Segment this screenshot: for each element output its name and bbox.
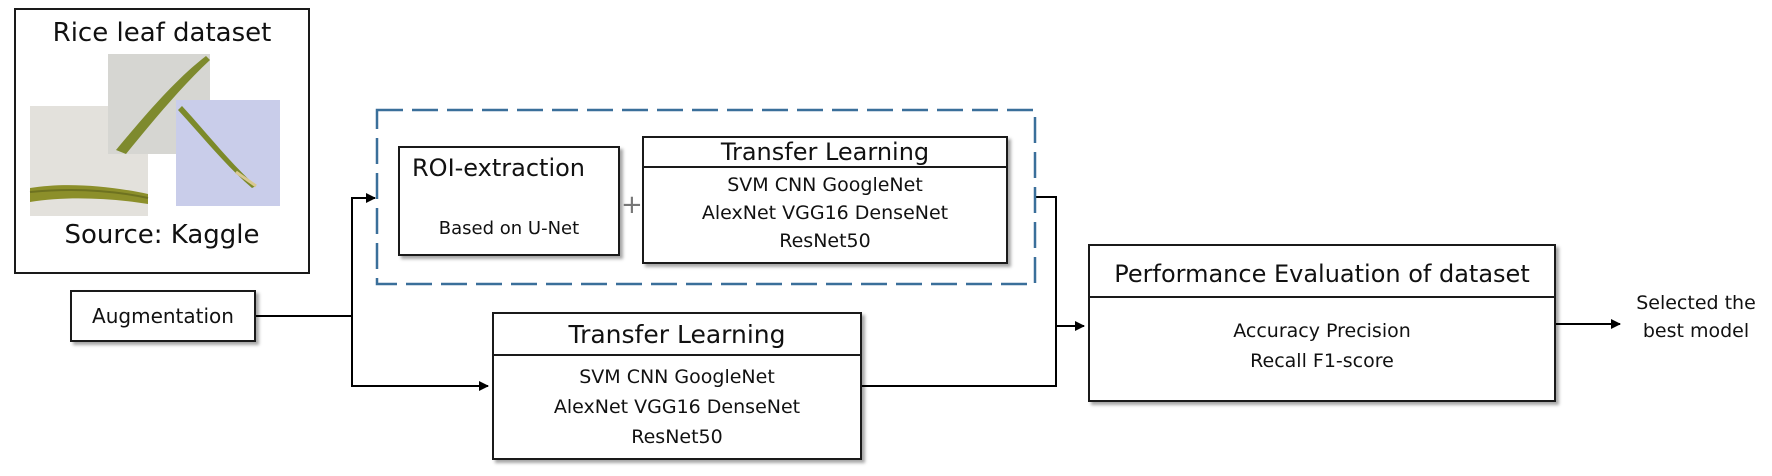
performance-evaluation-divider — [1090, 296, 1554, 298]
roi-group-output-line — [1035, 196, 1057, 326]
output-line-1: Selected the — [1636, 292, 1756, 314]
transfer-learning-lower-line-3: ResNet50 — [631, 426, 723, 448]
transfer-learning-lower-line-2: AlexNet VGG16 DenseNet — [553, 396, 801, 418]
augmentation-label: Augmentation — [92, 304, 234, 328]
roi-extraction-box: ROI-extraction Based on U-Net — [398, 146, 620, 256]
dataset-box: Rice leaf dataset Source: Kaggle — [14, 8, 310, 274]
transfer-learning-upper-box: Transfer Learning SVM CNN GoogleNet Alex… — [642, 136, 1008, 264]
transfer-learning-upper-line-2: AlexNet VGG16 DenseNet — [701, 202, 949, 224]
performance-evaluation-box: Performance Evaluation of dataset Accura… — [1088, 244, 1556, 402]
performance-evaluation-line-1: Accuracy Precision — [1233, 320, 1411, 342]
transfer-learning-lower-divider — [494, 354, 860, 356]
plus-sign: + — [621, 190, 643, 220]
roi-extraction-title: ROI-extraction — [412, 154, 586, 182]
dataset-title: Rice leaf dataset — [52, 18, 272, 48]
roi-group-dashed-border — [375, 108, 1037, 286]
rice-leaf-image-group — [29, 54, 280, 216]
output-line-2: best model — [1642, 320, 1750, 342]
roi-extraction-subtitle: Based on U-Net — [438, 218, 580, 239]
dataset-source: Source: Kaggle — [64, 220, 260, 250]
performance-evaluation-line-2: Recall F1-score — [1250, 350, 1394, 372]
transfer-learning-lower-title: Transfer Learning — [568, 320, 786, 349]
leaf-photo-right — [176, 100, 280, 206]
transfer-learning-lower-box: Transfer Learning SVM CNN GoogleNet Alex… — [492, 312, 862, 460]
transfer-output-line — [862, 326, 1057, 387]
transfer-learning-upper-divider — [644, 166, 1006, 168]
transfer-learning-lower-line-1: SVM CNN GoogleNet — [579, 366, 775, 388]
transfer-learning-upper-title: Transfer Learning — [720, 138, 930, 166]
transfer-learning-upper-line-3: ResNet50 — [779, 230, 871, 252]
transfer-learning-upper-line-1: SVM CNN GoogleNet — [727, 174, 923, 196]
augmentation-box: Augmentation — [70, 290, 256, 342]
performance-evaluation-title: Performance Evaluation of dataset — [1114, 260, 1530, 288]
